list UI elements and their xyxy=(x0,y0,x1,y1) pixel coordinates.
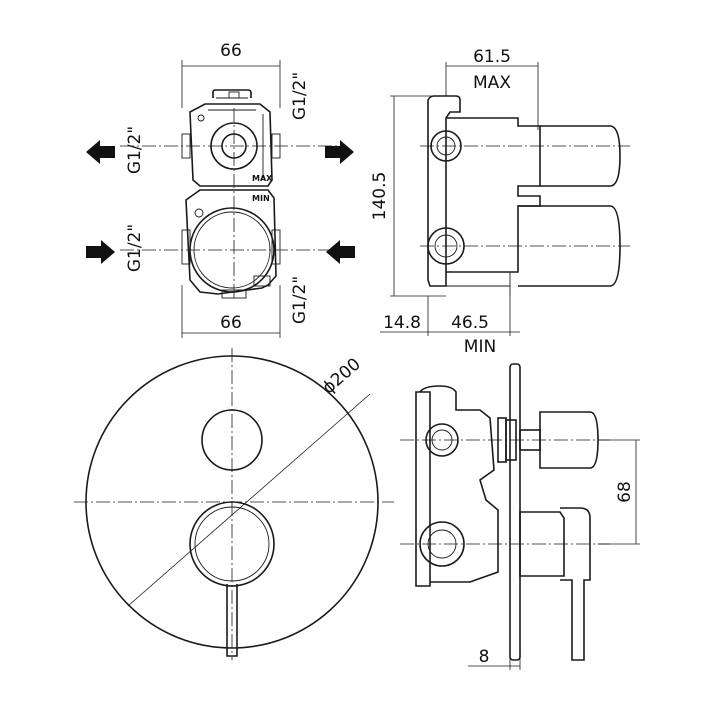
dim-diameter: ϕ200 xyxy=(319,354,365,398)
inlet-label-lower-right: G1/2" xyxy=(290,276,310,324)
dim-depth-max: 61.5 xyxy=(473,47,511,67)
label-depth-min: MIN xyxy=(464,337,496,357)
dim-spacing-68: 68 xyxy=(615,481,635,503)
mixer-side-view: 68 8 xyxy=(400,363,640,670)
side-mixer-lever xyxy=(560,507,591,661)
mixer-side-body xyxy=(419,385,499,583)
inlet-label-upper-left: G1/2" xyxy=(125,126,145,174)
mixer-side-wall-body xyxy=(415,391,431,587)
inlet-arrow-right-icon xyxy=(326,240,355,264)
outlet-arrow-left-icon xyxy=(86,140,115,164)
inlet-label-lower-left: G1/2" xyxy=(125,224,145,272)
dim-right-46-5: 46.5 xyxy=(451,313,489,333)
side-body-left xyxy=(427,95,461,287)
valve-lower-body xyxy=(185,189,277,295)
dim-plate-8: 8 xyxy=(479,647,490,667)
inlet-label-upper-right: G1/2" xyxy=(290,72,310,120)
side-mixer-handle xyxy=(519,511,565,577)
plate-front-view: ϕ200 xyxy=(74,348,394,660)
dim-height: 140.5 xyxy=(370,172,390,221)
outlet-arrow-right-icon xyxy=(325,140,354,164)
diameter-leader xyxy=(127,393,371,607)
dim-bottom-66: 66 xyxy=(220,313,242,333)
side-wall-plate xyxy=(509,363,521,661)
valve-upper-body xyxy=(189,89,273,187)
label-min-body: MIN xyxy=(252,194,270,203)
valve-side-view: 61.5 MAX 140.5 14.8 46.5 MIN xyxy=(370,47,630,357)
side-cartridge-upper xyxy=(540,125,621,187)
label-depth-max: MAX xyxy=(473,73,511,93)
valve-front-view: 66 66 MAX MIN G1/2" G1/2" G1/2" xyxy=(86,41,355,338)
side-body-main xyxy=(446,117,541,273)
inlet-arrow-left-icon xyxy=(86,240,115,264)
dim-top-66: 66 xyxy=(220,41,242,61)
label-max-body: MAX xyxy=(252,174,273,183)
dim-left-14-8: 14.8 xyxy=(383,313,421,333)
